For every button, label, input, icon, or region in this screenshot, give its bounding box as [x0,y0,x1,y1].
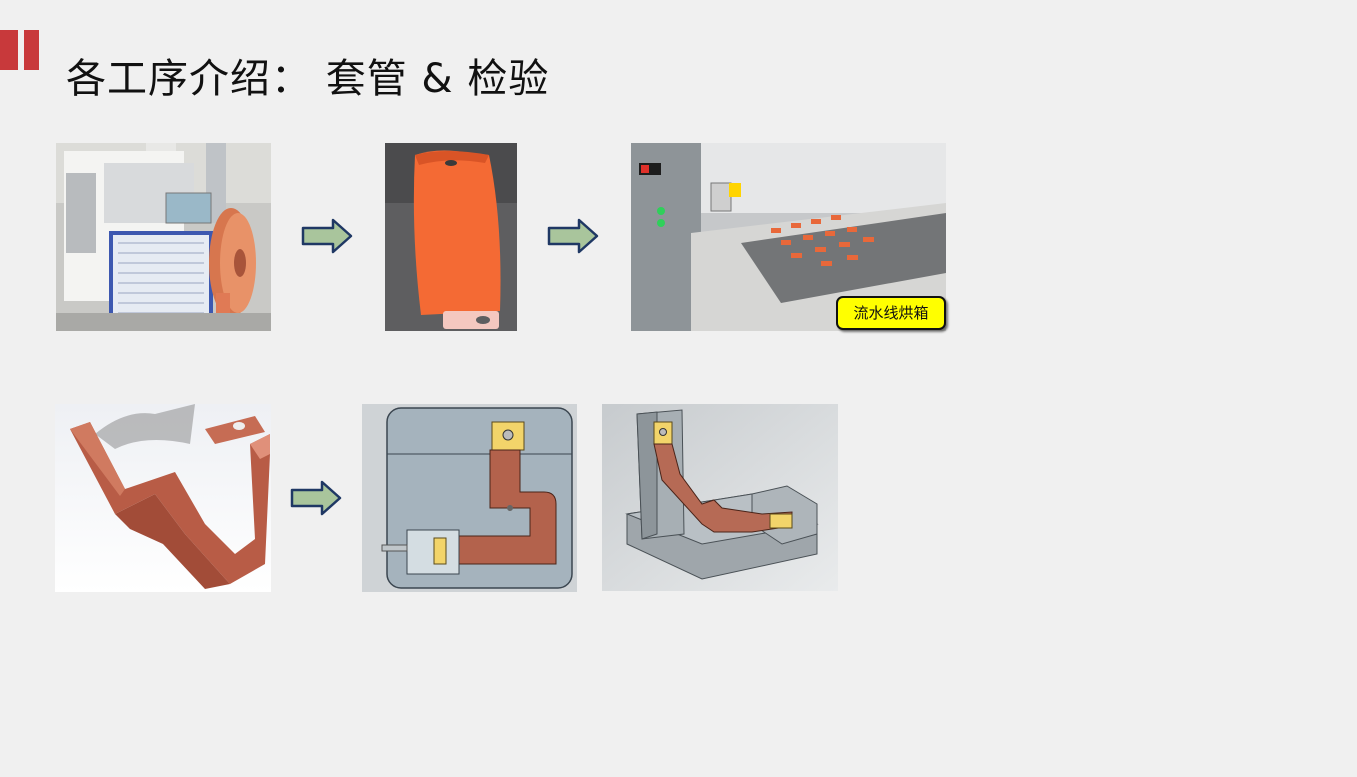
fixture-top-view [362,404,577,592]
sleeved-busbar-photo [385,143,517,331]
fixture-3d-view [602,404,838,591]
right-arrow-icon [547,218,599,254]
conveyor-oven-label: 流水线烘箱 [836,296,946,330]
slide-title: 各工序介绍： 套管 & 检验 [66,56,550,102]
right-arrow-icon [290,480,342,516]
accent-bar-right [24,30,39,70]
busbar-3d-model [55,404,271,592]
accent-bar-left [0,30,18,70]
sleeving-machine-photo [56,143,271,331]
right-arrow-icon [301,218,353,254]
